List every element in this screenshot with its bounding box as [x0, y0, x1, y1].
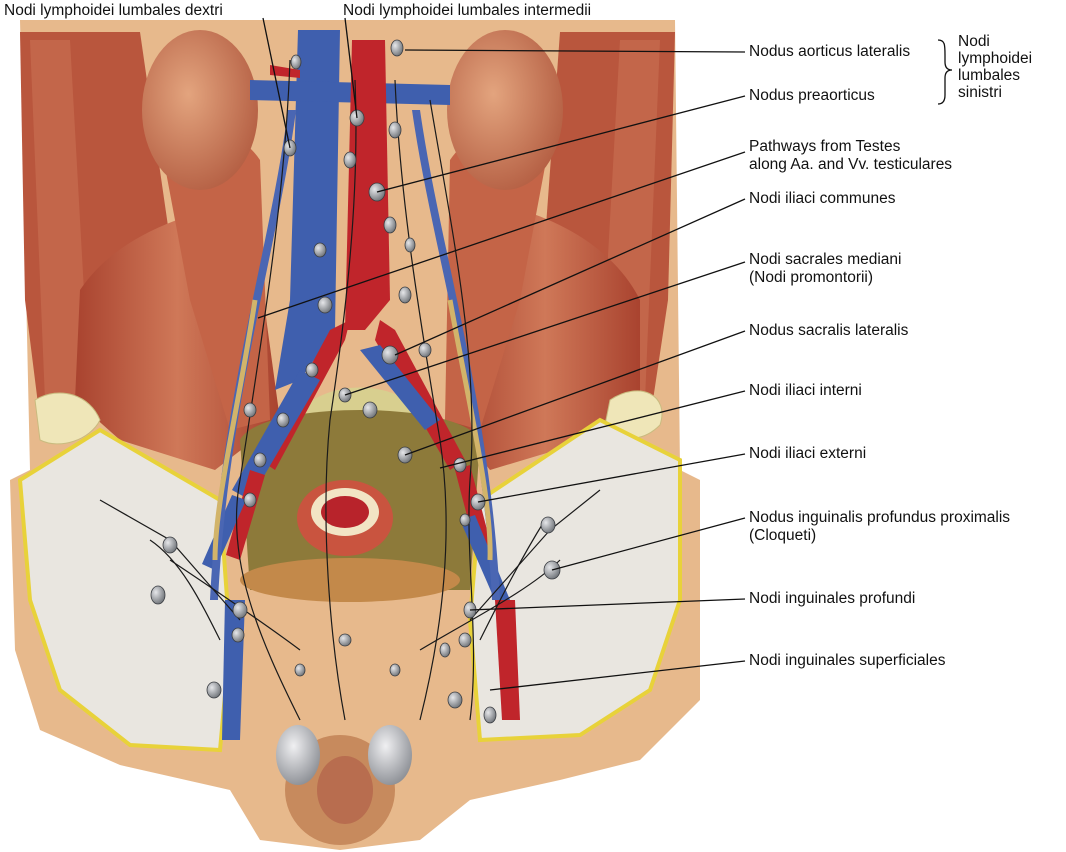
- label-nodus-aorticus-lateralis: Nodus aorticus lateralis: [749, 43, 911, 60]
- fascia-regions: [17, 417, 682, 753]
- label-testes-pathways-1: Pathways from Testes: [749, 138, 901, 155]
- label-nodi-inguinales-profundi: Nodi inguinales profundi: [749, 590, 916, 607]
- label-nodus-sacralis-lateralis: Nodus sacralis lateralis: [749, 322, 909, 339]
- label-nodus-inguinalis-proximalis-1: Nodus inguinalis profundus proximalis: [749, 509, 1011, 526]
- label-testes-pathways-2: along Aa. and Vv. testiculares: [749, 156, 953, 173]
- lymph-nodes: [150, 39, 561, 724]
- leader-lines: [257, 17, 953, 691]
- label-nodi-lumbales-dextri: Nodi lymphoidei lumbales dextri: [4, 2, 223, 19]
- label-nodi-sacrales-mediani-2: (Nodi promontorii): [749, 269, 874, 286]
- label-nodi-lumbales-intermedii: Nodi lymphoidei lumbales intermedii: [343, 2, 592, 19]
- label-sinistri-line-3: lumbales: [958, 67, 1021, 84]
- label-nodus-preaorticus: Nodus preaorticus: [749, 87, 875, 104]
- label-lumbales-sinistri-group: Nodi lymphoidei lumbales sinistri: [958, 33, 1032, 101]
- label-nodi-inguinales-superficiales: Nodi inguinales superficiales: [749, 652, 946, 669]
- label-nodi-iliaci-interni: Nodi iliaci interni: [749, 382, 862, 399]
- label-sinistri-line-1: Nodi: [958, 33, 990, 50]
- scrotum-region: [276, 725, 412, 845]
- label-sinistri-line-4: sinistri: [958, 84, 1002, 101]
- label-nodi-iliaci-communes: Nodi iliaci communes: [749, 190, 896, 207]
- rectum: [297, 480, 393, 556]
- kidneys: [142, 30, 563, 190]
- label-nodus-inguinalis-proximalis-2: (Cloqueti): [749, 527, 817, 544]
- label-nodi-sacrales-mediani-1: Nodi sacrales mediani: [749, 251, 902, 268]
- label-nodi-iliaci-externi: Nodi iliaci externi: [749, 445, 867, 462]
- label-sinistri-line-2: lymphoidei: [958, 50, 1033, 67]
